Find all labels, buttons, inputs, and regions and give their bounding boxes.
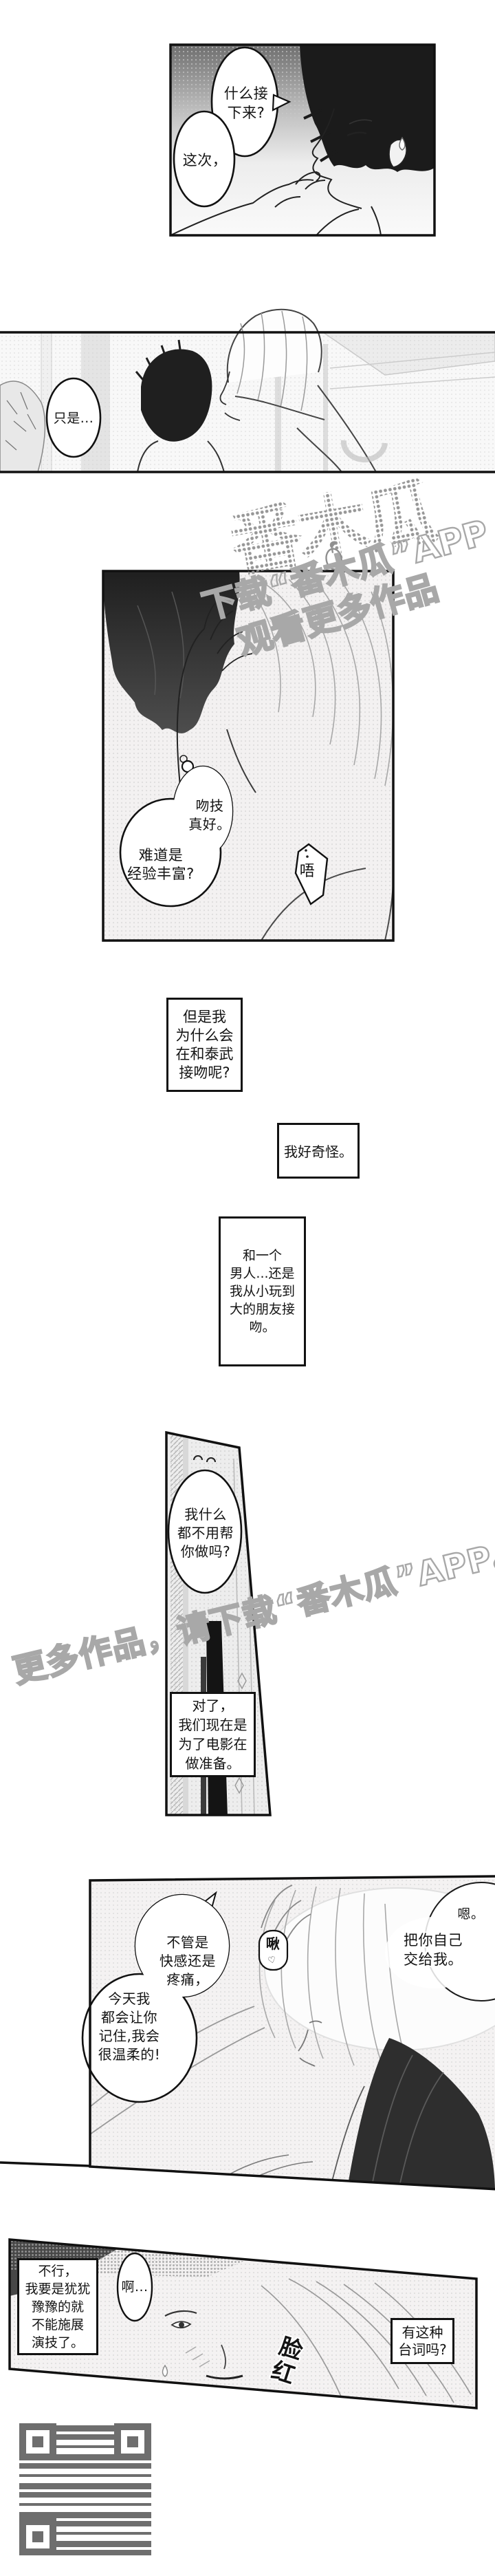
speech-bubble-text: 这次， bbox=[182, 152, 228, 169]
qr-finder-icon bbox=[19, 2518, 56, 2555]
panel-1-border bbox=[169, 43, 436, 237]
thought-box: 但是我 为什么会 在和泰武 接吻呢? bbox=[166, 998, 243, 1092]
dark-hair-head bbox=[141, 349, 212, 442]
sweat-drop bbox=[162, 2364, 168, 2377]
plant bbox=[0, 380, 46, 473]
speech-bubble-text: 今天我 都会让你 记住,我会 很温柔的! bbox=[98, 1990, 161, 2063]
qr-finder-icon bbox=[19, 2423, 56, 2460]
qr-code bbox=[12, 2416, 158, 2562]
panel-5-border bbox=[89, 1875, 495, 2191]
panel-6-border bbox=[8, 2238, 478, 2409]
panel-4-border bbox=[165, 1430, 272, 1816]
speech-bubble bbox=[167, 1469, 243, 1594]
kiss-sfx-bubble bbox=[258, 1929, 289, 1971]
grunt-bubble bbox=[294, 843, 329, 905]
speech-bubble-text: 啊... bbox=[121, 2279, 148, 2295]
speech-bubble-text: 不管是 快感还是 疼痛， bbox=[160, 1934, 216, 1988]
blond-face bbox=[219, 371, 241, 421]
panel-3-art bbox=[102, 570, 395, 942]
speech-bubble-text: 什么接 下来? bbox=[223, 85, 269, 121]
panel-3-border bbox=[102, 570, 395, 942]
panel-2-art bbox=[0, 308, 495, 473]
blond-hair-strands bbox=[248, 579, 393, 786]
blond-head bbox=[226, 308, 322, 383]
speech-bubble-text: 难道是 经验丰富? bbox=[127, 847, 195, 882]
mouth bbox=[206, 2374, 243, 2380]
speech-box: 有这种 台词吗? bbox=[390, 2318, 454, 2364]
blond-face bbox=[298, 2020, 322, 2067]
speech-box: 不行， 我要是犹犹 豫豫的就 不能施展 演技了。 bbox=[17, 2258, 98, 2355]
speech-bubble-text: 只是... bbox=[53, 411, 94, 426]
panel-5-art bbox=[0, 1875, 495, 2191]
speech-text: 把你自己 交给我。 bbox=[404, 1932, 463, 1968]
grunt-text: 唔 bbox=[299, 863, 316, 880]
speech-bubble-text: 嗯。 bbox=[457, 1907, 485, 1922]
speech-bubble-text: 我什么 都不用帮 你做吗? bbox=[177, 1506, 234, 1560]
kiss-sfx-text: 啾 bbox=[265, 1935, 280, 1952]
speech-bubble bbox=[116, 2252, 153, 2322]
face-profile bbox=[311, 108, 362, 209]
papaya-fruit-icon bbox=[325, 541, 342, 570]
thought-box: 我好奇怪。 bbox=[277, 1123, 360, 1179]
speech-bubble bbox=[173, 110, 236, 208]
panel-2-border bbox=[0, 331, 495, 473]
speech-bubble bbox=[81, 1973, 198, 2103]
eyebrow bbox=[164, 2310, 197, 2317]
blond-hair-strands bbox=[258, 1886, 413, 2080]
panel-1-art bbox=[169, 43, 436, 237]
dark-hair-mass bbox=[103, 571, 240, 733]
sweat-drop bbox=[399, 136, 406, 151]
thought-box: 和一个 男人...还是 我从小玩到 大的朋友接 吻。 bbox=[219, 1216, 306, 1366]
speech-box: 对了， 我们现在是 为了电影在 做准备。 bbox=[170, 1692, 256, 1777]
nose bbox=[221, 2344, 226, 2370]
speech-bubble bbox=[45, 377, 102, 458]
speech-bubble-text: 吻技 真好。 bbox=[188, 797, 231, 833]
qr-finder-icon bbox=[114, 2423, 151, 2460]
